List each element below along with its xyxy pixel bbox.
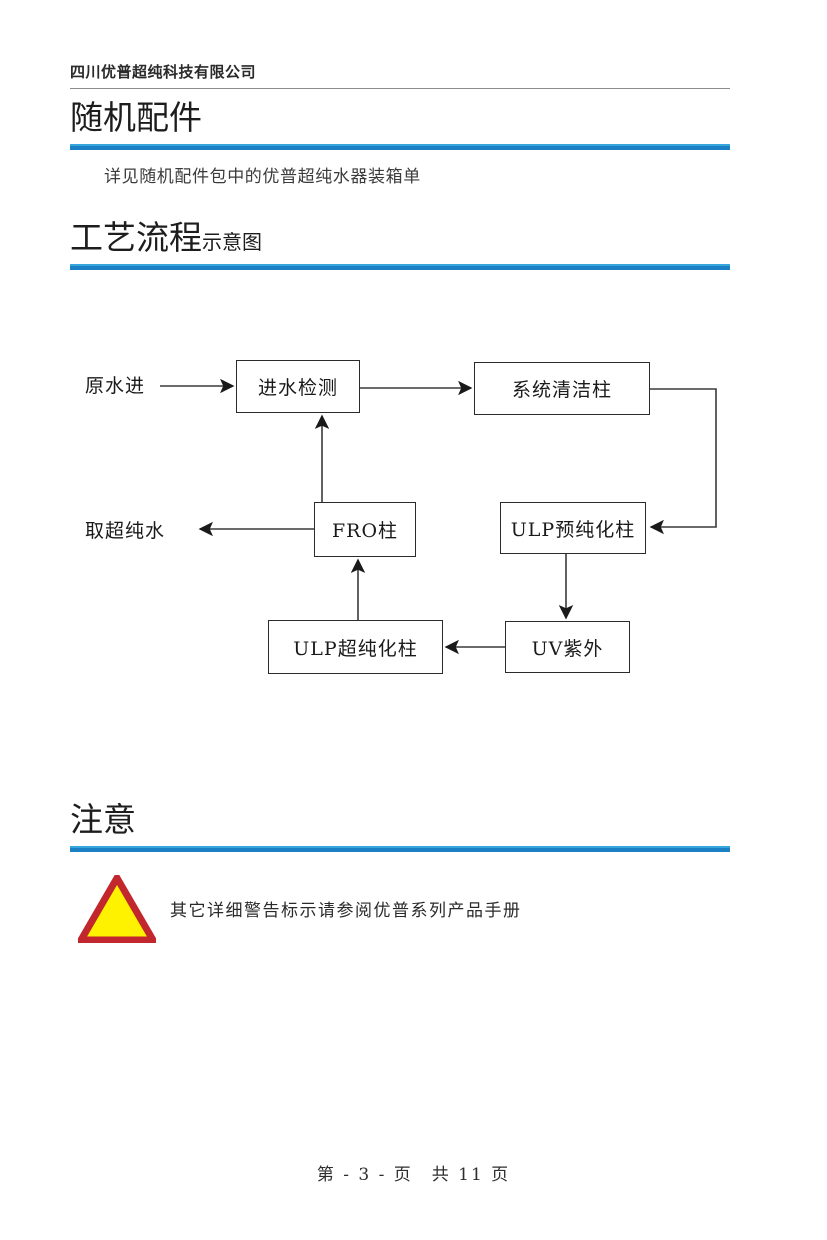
header-divider (70, 88, 730, 89)
page-footer: 第 - 3 - 页 共 11 页 (316, 1165, 511, 1185)
section-title-sub: 示意图 (202, 230, 262, 254)
section-accessories: 随机配件 详见随机配件包中的优普超纯水器装箱单 (70, 98, 730, 190)
section-notice: 注意 (70, 800, 730, 852)
flow-label-take-ultrapure-water: 取超纯水 (85, 520, 166, 542)
flow-node-uv: UV紫外 (505, 621, 630, 673)
section-process: 工艺流程示意图 (70, 218, 730, 270)
running-header: 四川优普超纯科技有限公司 (70, 62, 730, 82)
section-accent-rule (70, 144, 730, 150)
flow-label-raw-water-inlet: 原水进 (85, 375, 146, 397)
flow-node-ulp-pre-purification-column: ULP预纯化柱 (500, 502, 646, 554)
section-body-accessories: 详见随机配件包中的优普超纯水器装箱单 (104, 167, 421, 187)
section-title-process: 工艺流程示意图 (70, 218, 730, 262)
flow-node-ulp-ultrapure-column: ULP超纯化柱 (268, 620, 443, 674)
section-title-main: 工艺流程 (70, 218, 202, 257)
section-title-main: 随机配件 (70, 98, 202, 137)
section-accent-rule (70, 264, 730, 270)
section-title-main: 注意 (70, 800, 136, 839)
section-title-notice: 注意 (70, 800, 730, 844)
warning-triangle-icon (78, 875, 156, 943)
section-title-accessories: 随机配件 (70, 98, 730, 142)
notice-content: 其它详细警告标示请参阅优普系列产品手册 (70, 875, 730, 955)
flow-node-system-clean-column: 系统清洁柱 (474, 362, 650, 415)
flow-node-fro-column: FRO柱 (314, 502, 416, 557)
section-accent-rule (70, 846, 730, 852)
flow-node-inlet-detection: 进水检测 (236, 360, 360, 413)
notice-text: 其它详细警告标示请参阅优普系列产品手册 (170, 901, 522, 921)
edge-clean-to-preulp (649, 388, 717, 535)
company-name: 四川优普超纯科技有限公司 (70, 63, 257, 81)
